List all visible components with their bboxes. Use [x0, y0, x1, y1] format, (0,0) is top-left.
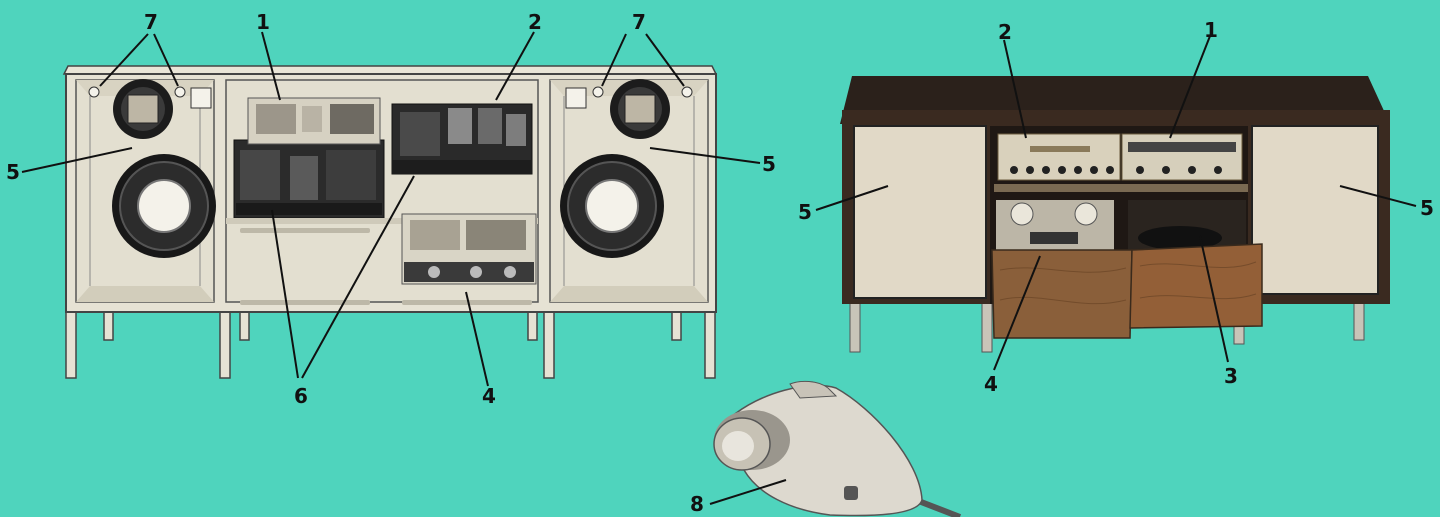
callout-left-7a: 7 [144, 12, 158, 32]
left-cabinet [64, 66, 716, 378]
callout-right-4: 4 [984, 374, 998, 394]
callout-right-3: 3 [1224, 366, 1238, 386]
callout-left-6: 6 [294, 386, 308, 406]
microphone [714, 381, 960, 517]
callout-left-5a: 5 [6, 162, 20, 182]
callout-left-2: 2 [528, 12, 542, 32]
callout-left-4: 4 [482, 386, 496, 406]
callout-right-1: 1 [1204, 20, 1218, 40]
callout-left-1: 1 [256, 12, 270, 32]
callout-mic-8: 8 [690, 494, 704, 514]
callout-right-5a: 5 [798, 202, 812, 222]
right-cabinet [840, 76, 1390, 352]
callout-right-5b: 5 [1420, 198, 1434, 218]
callout-left-7b: 7 [632, 12, 646, 32]
callout-left-5b: 5 [762, 154, 776, 174]
callout-right-2: 2 [998, 22, 1012, 42]
